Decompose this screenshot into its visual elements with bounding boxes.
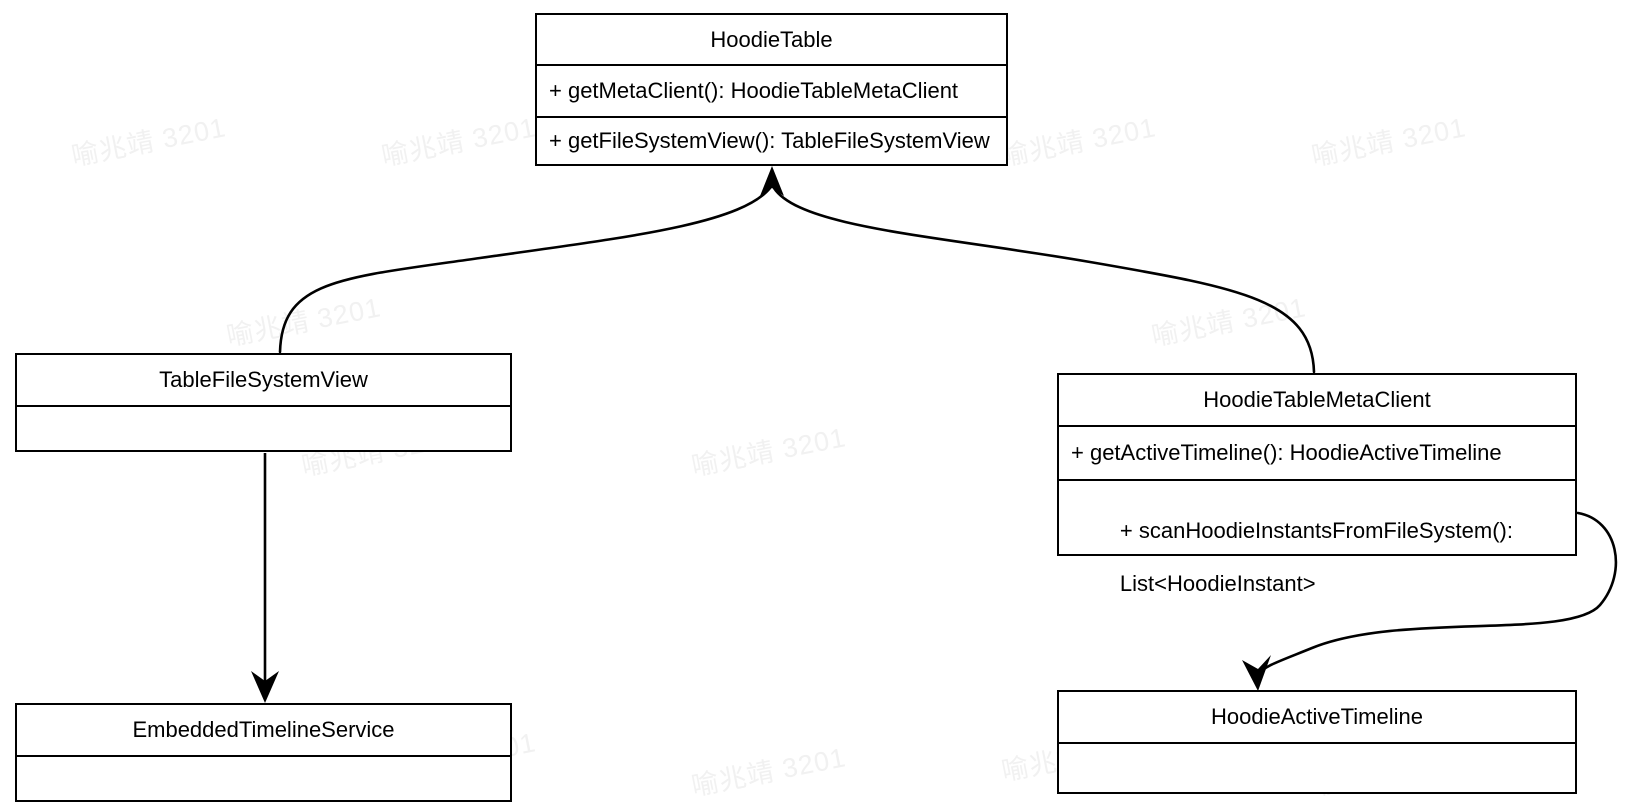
class-name-table-file-system-view: TableFileSystemView — [17, 355, 510, 407]
arrowhead-into-embeddedtimelineservice — [251, 671, 279, 703]
class-box-hoodie-active-timeline[interactable]: HoodieActiveTimeline — [1057, 690, 1577, 794]
class-name-hoodie-table: HoodieTable — [537, 15, 1006, 66]
class-box-embedded-timeline-service[interactable]: EmbeddedTimelineService — [15, 703, 512, 802]
class-name-hoodie-active-timeline: HoodieActiveTimeline — [1059, 692, 1575, 744]
class-body-embedded-timeline-service — [17, 757, 510, 800]
edge-metaclient-to-activetimeline — [1257, 511, 1618, 676]
class-box-table-file-system-view[interactable]: TableFileSystemView — [15, 353, 512, 452]
class-box-hoodie-table[interactable]: HoodieTable + getMetaClient(): HoodieTab… — [535, 13, 1008, 166]
class-method-line-0: + scanHoodieInstantsFromFileSystem(): — [1119, 517, 1513, 543]
class-box-hoodie-table-meta-client[interactable]: HoodieTableMetaClient + getActiveTimelin… — [1057, 373, 1577, 596]
class-body-hoodie-active-timeline — [1059, 744, 1575, 792]
edge-tablefilesystemview-to-hoodietable — [278, 186, 772, 354]
class-method-hoodie-table-0: + getMetaClient(): HoodieTableMetaClient — [549, 77, 959, 103]
class-method-line-1: List<HoodieInstant> — [1119, 571, 1316, 597]
class-method-hoodie-table-meta-client-0: + getActiveTimeline(): HoodieActiveTimel… — [1071, 439, 1502, 465]
arrowhead-into-hoodietable — [760, 166, 784, 196]
edge-metaclient-to-hoodietable — [772, 186, 1316, 374]
arrowhead-into-hoodieactivetimeline — [1242, 655, 1271, 691]
class-method-hoodie-table-meta-client-1: + scanHoodieInstantsFromFileSystem(): Li… — [1059, 479, 1575, 596]
class-method-hoodie-table-1: + getFileSystemView(): TableFileSystemVi… — [537, 116, 1006, 164]
class-name-embedded-timeline-service: EmbeddedTimelineService — [17, 705, 510, 757]
class-name-hoodie-table-meta-client: HoodieTableMetaClient — [1059, 375, 1575, 427]
class-body-table-file-system-view — [17, 407, 510, 450]
